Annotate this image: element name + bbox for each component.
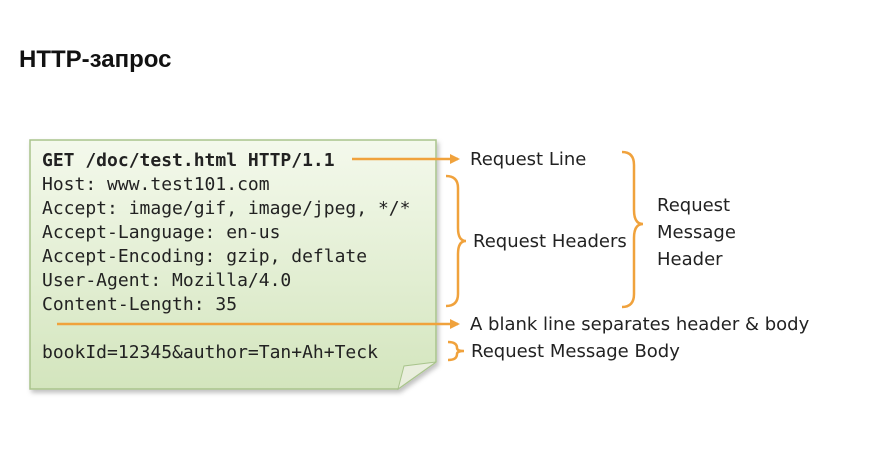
header-line: Content-Length: 35 (42, 294, 237, 315)
message-body-brace (447, 340, 465, 362)
request-headers-label: Request Headers (473, 231, 627, 252)
header-line: Accept-Language: en-us (42, 222, 280, 243)
message-header-label: Message (657, 222, 736, 243)
header-line: Accept: image/gif, image/jpeg, */* (42, 198, 410, 219)
header-line: Accept-Encoding: gzip, deflate (42, 246, 367, 267)
request-line-text: GET /doc/test.html HTTP/1.1 (42, 150, 335, 171)
request-body-text: bookId=12345&author=Tan+Ah+Teck (42, 342, 378, 363)
message-header-brace (621, 150, 644, 309)
blank-line-label: A blank line separates header & body (470, 314, 810, 335)
message-body-label: Request Message Body (471, 341, 680, 362)
header-line: User-Agent: Mozilla/4.0 (42, 270, 291, 291)
request-line-label: Request Line (470, 149, 586, 170)
header-line: Host: www.test101.com (42, 174, 270, 195)
message-header-label: Header (657, 249, 723, 270)
page-title: HTTP-запрос (19, 46, 172, 73)
message-header-label: Request (657, 195, 730, 216)
request-headers-brace (445, 174, 467, 308)
note-folded-corner (397, 361, 437, 391)
